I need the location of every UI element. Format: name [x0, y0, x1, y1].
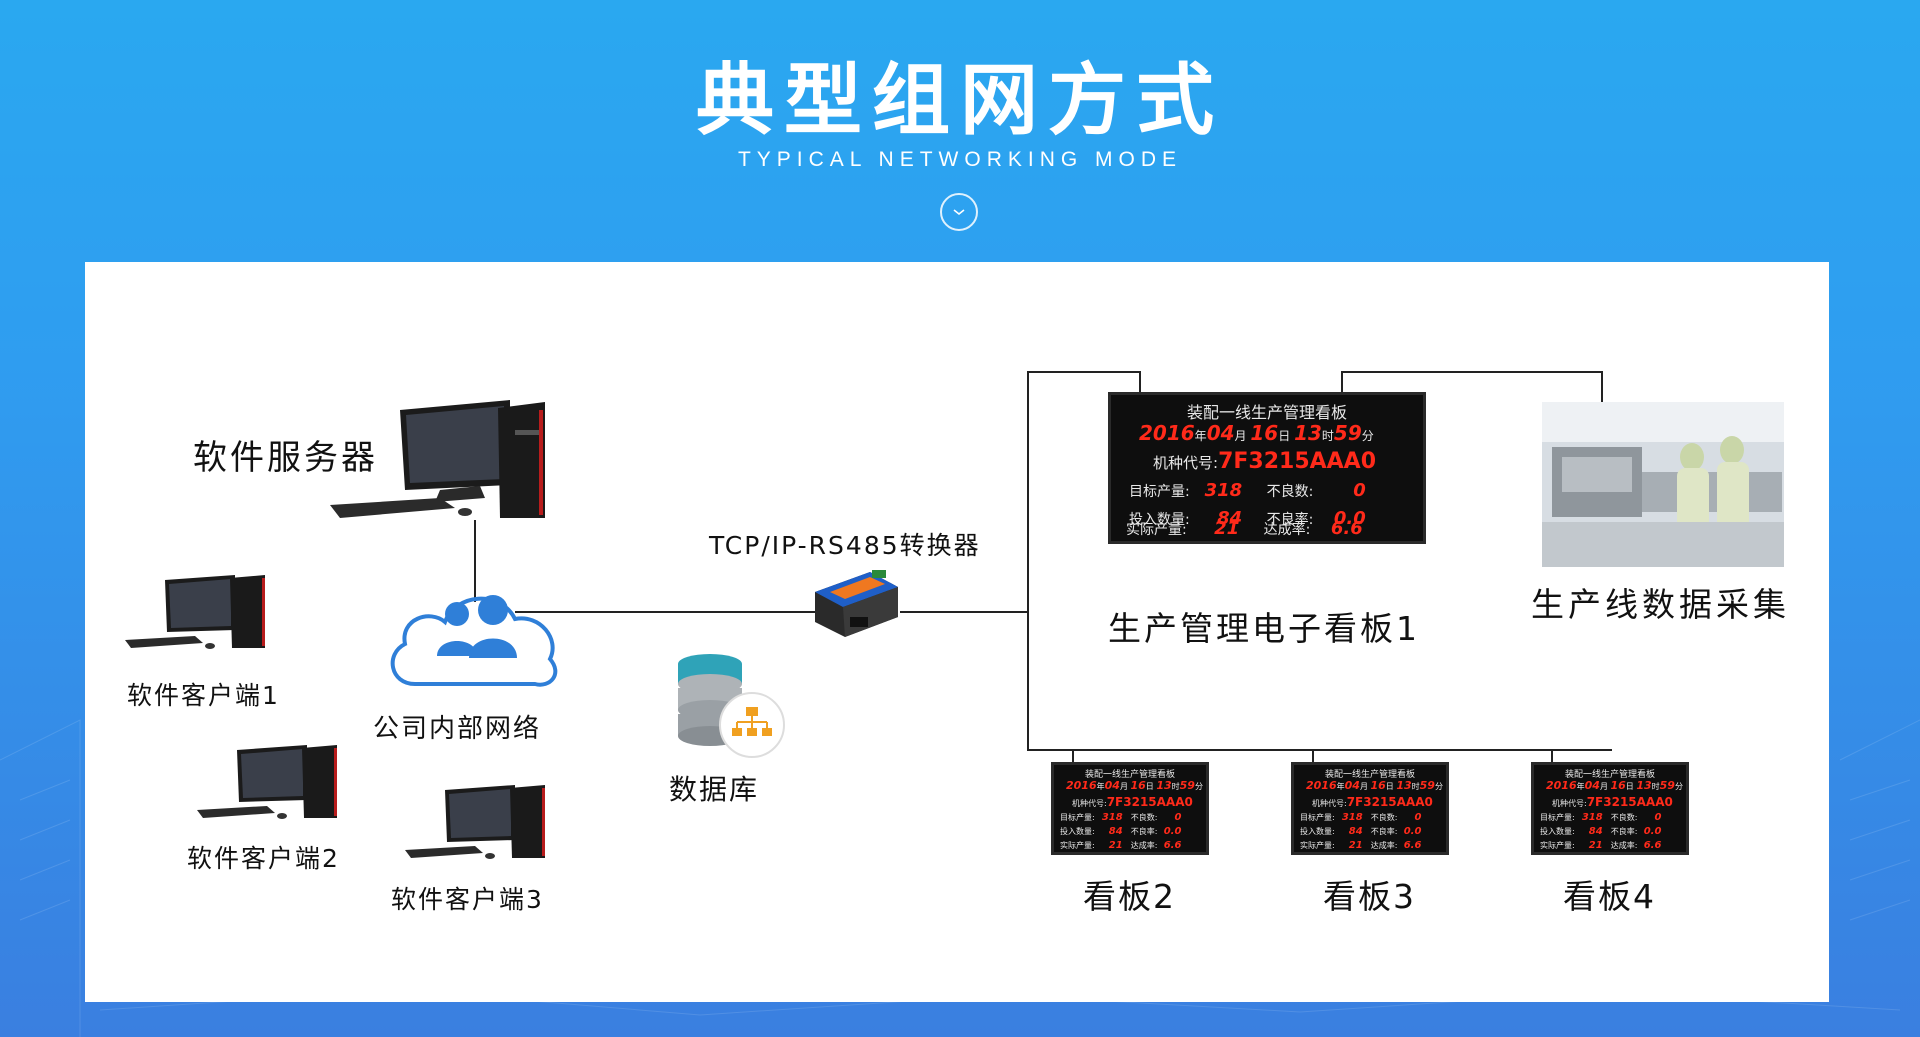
scroll-down-button[interactable] — [940, 193, 978, 231]
board-input-row: 投入数量: 84 不良率: 0.0 — [1129, 508, 1366, 529]
small-board-label-4: 看板4 — [1563, 877, 1656, 916]
client-label-2: 软件客户端2 — [187, 844, 340, 873]
small-led-board-3: 装配一线生产管理看板 2016年04月 16日 13时59分 机种代号:7F32… — [1291, 762, 1449, 855]
main-board-actual-overlay: 实际产量: 21 达成率: 6.6 — [1126, 518, 1363, 539]
page-subtitle: TYPICAL NETWORKING MODE — [737, 148, 1183, 171]
converter-device-icon — [815, 570, 898, 637]
connection-lines — [474, 371, 1612, 762]
header: 典型组网方式 TYPICAL NETWORKING MODE — [0, 0, 1920, 262]
board-datetime: 2016年04月 16日 13时59分 — [1139, 421, 1374, 445]
network-diagram-panel: 软件服务器 公司内部网络 软件客户端1 软件客户端2 软件客户端3 TCP — [85, 262, 1829, 1002]
page-title: 典型组网方式 — [695, 56, 1224, 146]
server-computer-icon — [330, 400, 545, 518]
small-board-label-2: 看板2 — [1083, 877, 1176, 916]
chevron-down-icon — [953, 209, 965, 216]
small-led-board-4: 装配一线生产管理看板 2016年04月 16日 13时59分 机种代号:7F32… — [1531, 762, 1689, 855]
small-led-board-2: 装配一线生产管理看板 2016年04月 16日 13时59分 机种代号:7F32… — [1051, 762, 1209, 855]
converter-label: TCP/IP-RS485转换器 — [709, 531, 981, 560]
small-board-label-3: 看板3 — [1323, 877, 1416, 916]
client-label-3: 软件客户端3 — [391, 885, 544, 914]
production-line-photo — [1542, 402, 1784, 567]
database-label: 数据库 — [669, 773, 760, 806]
board-title: 装配一线生产管理看板 — [1186, 403, 1347, 422]
database-icon — [678, 654, 785, 758]
client-computer-icon — [125, 575, 265, 649]
cloud-network-icon — [390, 595, 558, 687]
board-model-row: 机种代号:7F3215AAA0 — [1153, 449, 1377, 474]
production-line-label: 生产线数据采集 — [1531, 585, 1790, 624]
main-board-label: 生产管理电子看板1 — [1108, 609, 1420, 648]
server-label: 软件服务器 — [193, 438, 378, 478]
cloud-label: 公司内部网络 — [373, 714, 542, 744]
client-label-1: 软件客户端1 — [127, 681, 280, 710]
client-computer-icon — [405, 785, 545, 859]
main-led-board: 装配一线生产管理看板 2016年04月 16日 13时59分 机种代号:7F32… — [1108, 392, 1426, 544]
board-target-row: 目标产量: 318 不良数: 0 — [1129, 480, 1366, 501]
client-computer-icon — [197, 745, 337, 819]
